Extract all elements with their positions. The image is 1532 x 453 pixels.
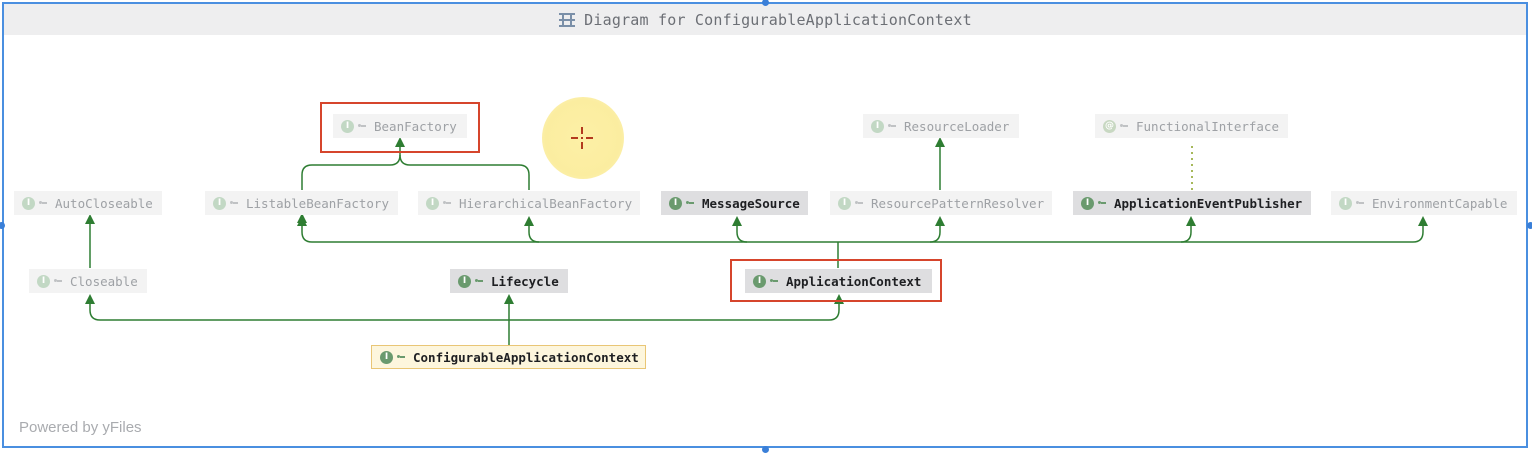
edge-appcontext-to-hierarchical	[528, 219, 540, 243]
node-resourcepatternresolver[interactable]: I ResourcePatternResolver	[830, 191, 1052, 215]
edge-hierarchical-to-beanfactory	[399, 154, 530, 190]
public-visibility-icon	[1356, 200, 1364, 206]
node-functionalinterface[interactable]: @ FunctionalInterface	[1095, 114, 1288, 138]
edge-appcontext-to-messagesource	[736, 219, 748, 243]
node-configurableapplicationcontext[interactable]: I ConfigurableApplicationContext	[371, 345, 646, 369]
interface-icon: I	[213, 196, 226, 210]
edge-configurable-bus	[89, 296, 840, 321]
node-label: ResourceLoader	[904, 118, 1010, 134]
resize-handle-right[interactable]	[1527, 222, 1532, 229]
interface-icon: I	[341, 119, 354, 133]
public-visibility-icon	[686, 200, 694, 206]
interface-icon: I	[669, 196, 682, 210]
public-visibility-icon	[443, 200, 451, 206]
annotation-icon: @	[1103, 119, 1116, 133]
public-visibility-icon	[1120, 123, 1128, 129]
node-label: BeanFactory	[374, 118, 457, 134]
node-listablebeanfactory[interactable]: I ListableBeanFactory	[205, 191, 398, 215]
diagram-title-bar: Diagram for ConfigurableApplicationConte…	[4, 4, 1526, 35]
highlight-box-beanfactory	[320, 102, 480, 153]
resize-handle-top[interactable]	[762, 0, 769, 6]
interface-icon: I	[380, 350, 393, 364]
node-autocloseable[interactable]: I AutoCloseable	[14, 191, 162, 215]
edge-appcontext-to-resourcepattern	[929, 219, 941, 243]
public-visibility-icon	[855, 200, 863, 206]
interface-icon: I	[426, 196, 439, 210]
diagram-icon	[559, 12, 576, 27]
node-label: AutoCloseable	[55, 195, 153, 211]
node-label: ListableBeanFactory	[246, 195, 389, 211]
interface-icon: I	[458, 274, 471, 288]
node-messagesource[interactable]: I MessageSource	[661, 191, 808, 215]
public-visibility-icon	[888, 123, 896, 129]
edge-appcontext-to-eventpublisher	[1180, 219, 1192, 243]
node-applicationcontext[interactable]: I ApplicationContext	[745, 269, 932, 293]
interface-icon: I	[871, 119, 884, 133]
public-visibility-icon	[397, 354, 405, 360]
powered-by-label: Powered by yFiles	[19, 419, 142, 436]
edge-listable-to-beanfactory	[301, 137, 405, 190]
public-visibility-icon	[230, 200, 238, 206]
node-beanfactory[interactable]: I BeanFactory	[333, 114, 467, 138]
node-label: ConfigurableApplicationContext	[413, 349, 639, 365]
node-label: ApplicationContext	[786, 273, 922, 289]
node-resourceloader[interactable]: I ResourceLoader	[863, 114, 1019, 138]
node-hierarchicalbeanfactory[interactable]: I HierarchicalBeanFactory	[418, 191, 640, 215]
diagram-title: Diagram for ConfigurableApplicationConte…	[584, 10, 972, 29]
node-label: ResourcePatternResolver	[871, 195, 1045, 211]
interface-icon: I	[22, 196, 35, 210]
node-label: FunctionalInterface	[1136, 118, 1279, 134]
resize-handle-bottom[interactable]	[762, 446, 769, 453]
node-label: Closeable	[70, 273, 138, 289]
node-lifecycle[interactable]: I Lifecycle	[450, 269, 568, 293]
public-visibility-icon	[475, 278, 483, 284]
public-visibility-icon	[39, 200, 47, 206]
public-visibility-icon	[770, 278, 778, 284]
node-label: MessageSource	[702, 195, 800, 211]
node-closeable[interactable]: I Closeable	[29, 269, 147, 293]
node-label: ApplicationEventPublisher	[1114, 195, 1303, 211]
node-label: HierarchicalBeanFactory	[459, 195, 633, 211]
interface-icon: I	[1339, 196, 1352, 210]
interface-icon: I	[838, 196, 851, 210]
highlight-box-applicationcontext	[730, 259, 942, 302]
interface-icon: I	[753, 274, 766, 288]
public-visibility-icon	[1098, 200, 1106, 206]
interface-icon: I	[37, 274, 50, 288]
public-visibility-icon	[358, 123, 366, 129]
crosshair-cursor-icon	[571, 127, 593, 149]
interface-icon: I	[1081, 196, 1094, 210]
node-applicationeventpublisher[interactable]: I ApplicationEventPublisher	[1073, 191, 1311, 215]
node-label: EnvironmentCapable	[1372, 195, 1508, 211]
node-label: Lifecycle	[491, 273, 559, 289]
node-environmentcapable[interactable]: I EnvironmentCapable	[1331, 191, 1517, 215]
resize-handle-left[interactable]	[0, 222, 5, 229]
edge-appcontext-bus	[301, 219, 1424, 243]
public-visibility-icon	[54, 278, 62, 284]
